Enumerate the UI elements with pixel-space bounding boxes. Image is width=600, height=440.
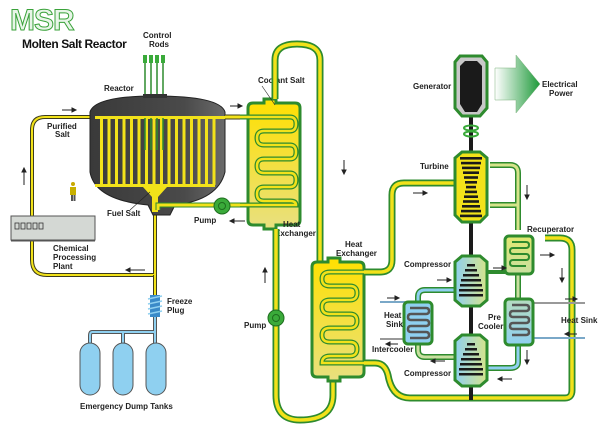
turbine-blade <box>465 181 477 184</box>
dump-tank-2 <box>112 342 134 396</box>
fuel-channel <box>197 118 201 185</box>
arrow-down-icon <box>524 350 530 366</box>
turbine-blade <box>460 157 482 160</box>
label-heat-sink-right: Heat Sink <box>561 316 598 325</box>
arrow-right-icon <box>230 103 244 109</box>
fuel-channel <box>160 118 163 185</box>
label-generator: Generator <box>413 82 451 91</box>
recuperator: Recuperator <box>503 225 574 276</box>
heat-exchanger-primary: Coolant Salt Heat Exchanger <box>240 76 316 238</box>
label-turbine: Turbine <box>420 162 449 171</box>
arrow-left-icon <box>496 376 512 382</box>
electrical-power-arrow: Electrical Power <box>494 54 580 114</box>
fuel-channel <box>107 118 111 185</box>
heat-exchanger-secondary: Heat Exchanger <box>310 240 380 383</box>
logo-msr: MSR <box>10 4 75 37</box>
label-heat-sink-left: Heat Sink <box>384 311 404 329</box>
arrow-down-icon <box>341 160 347 176</box>
fuel-channel <box>122 118 126 185</box>
label-fuel-salt: Fuel Salt <box>107 209 141 218</box>
label-control-rods: Control Rods <box>143 31 174 49</box>
turbine: Turbine <box>420 150 489 224</box>
fuel-channel <box>190 118 193 185</box>
label-emergency-dump-tanks: Emergency Dump Tanks <box>80 402 173 411</box>
fuel-channels <box>95 116 235 187</box>
label-freeze-plug: Freeze Plug <box>167 297 195 315</box>
arrow-left-icon <box>124 267 145 273</box>
label-coolant-salt: Coolant Salt <box>258 76 305 85</box>
label-pump-secondary: Pump <box>244 321 266 330</box>
title-logo: MSR Molten Salt Reactor <box>10 4 128 52</box>
chemical-processing-plant: Chemical Processing Plant <box>10 215 98 271</box>
reactor-vessel: Reactor Fuel Salt Purified Salt <box>47 84 235 218</box>
turbine-blade <box>463 200 479 203</box>
turbine-blade <box>465 190 477 194</box>
fuel-channel <box>100 118 103 185</box>
arrow-right-icon <box>493 265 508 271</box>
turbine-blade <box>461 209 481 213</box>
turbine-blade <box>460 214 482 218</box>
flow-arrows <box>21 103 579 382</box>
arrow-left-icon <box>429 358 445 364</box>
fuel-channel <box>152 118 156 185</box>
pump-secondary: Pump <box>244 309 285 330</box>
turbine-blade <box>461 161 481 165</box>
worker-figure-icon <box>70 182 76 201</box>
arrow-up-icon <box>262 266 268 283</box>
arrow-up-icon <box>21 166 27 185</box>
subtitle: Molten Salt Reactor <box>22 37 127 51</box>
fuel-channel <box>130 118 133 185</box>
label-chemical-processing-plant: Chemical Processing Plant <box>53 244 98 271</box>
arrow-down-icon <box>524 185 530 201</box>
label-reactor: Reactor <box>104 84 134 93</box>
intercooler: Heat Sink Intercooler <box>372 300 434 354</box>
turbine-blade <box>463 171 479 174</box>
fuel-processing-loop <box>30 115 157 295</box>
fuel-channel <box>137 118 141 185</box>
fuel-channel <box>145 118 148 185</box>
turbine-blade <box>464 195 478 198</box>
label-compressor-lower: Compressor <box>404 369 451 378</box>
label-pre-cooler: Pre Cooler <box>478 313 503 331</box>
fuel-channel <box>115 118 118 185</box>
label-heat-exchanger-secondary: Heat Exchanger <box>336 240 377 258</box>
turbine-blade <box>462 205 480 208</box>
dump-tank-3 <box>145 342 167 396</box>
arrow-right-icon <box>413 190 429 196</box>
arrow-right-icon <box>540 252 556 258</box>
label-compressor-upper: Compressor <box>404 260 451 269</box>
pump-primary: Pump <box>194 197 231 225</box>
arrow-right-icon <box>565 296 579 302</box>
arrow-right-icon <box>387 295 401 301</box>
fuel-channel <box>205 118 208 185</box>
coolant-loop <box>271 40 337 424</box>
turbine-blade <box>462 166 480 170</box>
fuel-channel <box>212 118 216 185</box>
arrow-down-icon <box>559 268 565 284</box>
fuel-channel <box>175 118 178 185</box>
arrow-right-icon <box>437 277 453 283</box>
emergency-dump-tanks: Emergency Dump Tanks <box>79 317 173 411</box>
label-recuperator: Recuperator <box>527 225 574 234</box>
label-purified-salt: Purified Salt <box>47 122 79 139</box>
pre-cooler: Pre Cooler Heat Sink <box>478 297 598 347</box>
arrow-left-icon <box>228 218 245 224</box>
label-electrical-power: Electrical Power <box>542 80 580 98</box>
turbine-blade <box>466 185 476 189</box>
arrow-left-icon <box>563 331 577 337</box>
gas-turbine-loop <box>364 162 576 402</box>
turbine-blade <box>464 176 478 179</box>
label-intercooler: Intercooler <box>372 345 413 354</box>
freeze-plug: Freeze Plug <box>147 295 195 317</box>
label-pump-primary: Pump <box>194 216 216 225</box>
fuel-channel <box>182 118 186 185</box>
fuel-channel <box>167 118 171 185</box>
compressor-lower: Compressor <box>404 333 489 388</box>
generator: Generator <box>413 54 489 138</box>
dump-tank-1 <box>79 342 101 396</box>
label-heat-exchanger-primary: Heat Exchanger <box>275 220 316 238</box>
arrow-left-icon <box>384 341 398 347</box>
arrow-right-icon <box>62 107 78 113</box>
compressor-upper: Compressor <box>404 254 489 308</box>
